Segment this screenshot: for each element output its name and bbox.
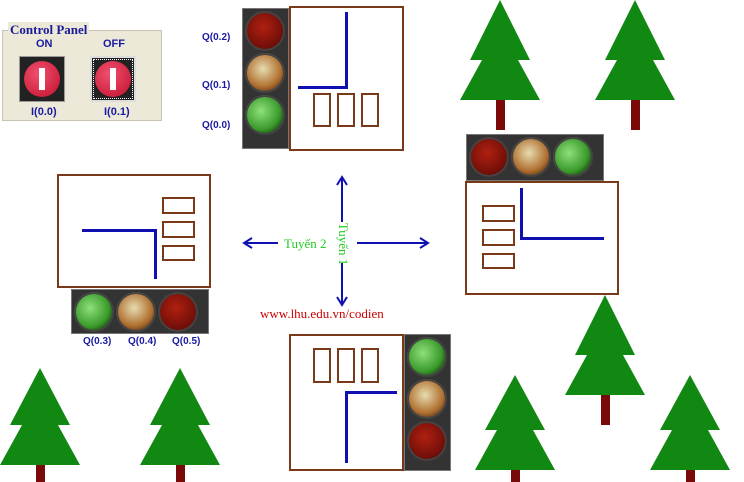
traffic-light-south	[404, 334, 451, 471]
off-button[interactable]	[90, 56, 136, 102]
control-panel-title: Control Panel	[8, 22, 90, 38]
q00-label: Q(0.0)	[202, 120, 231, 131]
q05-label: Q(0.5)	[172, 336, 201, 347]
off-label: OFF	[103, 38, 125, 50]
route-2-label: Tuyến 2	[284, 236, 327, 251]
tree-icon	[650, 375, 730, 482]
tree-icon	[475, 375, 555, 482]
q03-label: Q(0.3)	[83, 336, 112, 347]
on-label: ON	[36, 38, 53, 50]
arrow-up-icon	[336, 175, 348, 222]
route-1-label: Tuyến 1	[336, 222, 351, 266]
on-address: I(0.0)	[31, 106, 57, 118]
off-address: I(0.1)	[104, 106, 130, 118]
arrow-down-icon	[336, 263, 348, 307]
tree-icon	[460, 0, 540, 130]
traffic-light-north	[242, 8, 289, 149]
traffic-light-east	[466, 134, 604, 181]
q01-label: Q(0.1)	[202, 80, 231, 91]
arrow-right-icon	[357, 237, 430, 249]
tree-icon	[595, 0, 675, 130]
tree-icon	[565, 295, 645, 425]
q02-label: Q(0.2)	[202, 32, 231, 43]
website-link[interactable]: www.lhu.edu.vn/codien	[260, 306, 384, 321]
tree-icon	[0, 368, 80, 482]
arrow-left-icon	[242, 237, 278, 249]
on-button[interactable]	[19, 56, 65, 102]
traffic-light-west	[71, 289, 209, 334]
tree-icon	[140, 368, 220, 482]
q04-label: Q(0.4)	[128, 336, 157, 347]
